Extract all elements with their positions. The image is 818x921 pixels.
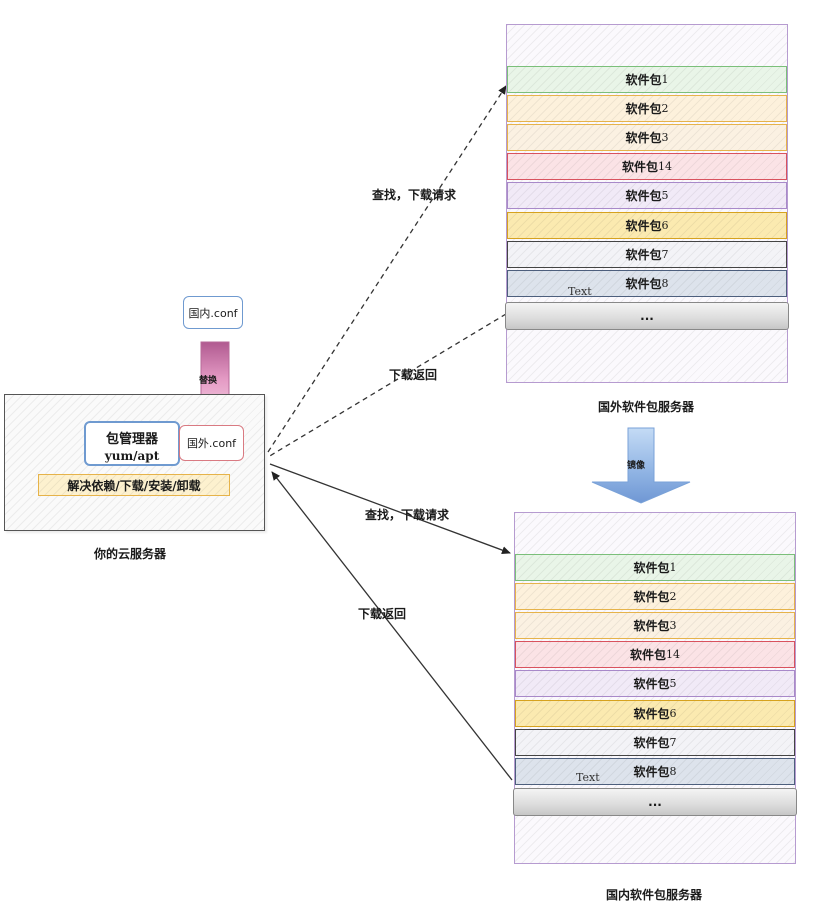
domestic-package-number: 3 <box>669 619 677 633</box>
domestic-package-name: 软件包 <box>633 735 670 750</box>
foreign-package-name: 软件包 <box>625 131 662 146</box>
foreign-package-number: 6 <box>661 218 669 232</box>
domestic-package-name: 软件包 <box>633 764 670 779</box>
replace-arrow-label: 替换 <box>199 376 218 386</box>
domestic-package-number: 6 <box>669 706 677 720</box>
foreign-package-number: 3 <box>661 131 669 145</box>
domestic-package-number: 5 <box>669 677 677 691</box>
foreign-conf-box: 国外.conf <box>179 425 244 461</box>
top-return-label: 下载返回 <box>389 368 438 382</box>
domestic-package-number: 2 <box>669 590 677 604</box>
top-request-label: 查找，下载请求 <box>372 188 457 202</box>
domestic-more-row: ... <box>513 788 797 816</box>
bottom-return-line <box>271 471 513 781</box>
domestic-package-name: 软件包 <box>633 619 670 634</box>
bottom-request-label: 查找，下载请求 <box>365 508 450 522</box>
top-request-line <box>267 85 507 453</box>
foreign-conf-label: 国外.conf <box>186 437 237 450</box>
foreign-server-label: 国外软件包服务器 <box>597 400 694 414</box>
foreign-package-number: 14 <box>658 160 672 174</box>
domestic-package-number: 8 <box>669 764 677 778</box>
domestic-package-name: 软件包 <box>633 706 670 721</box>
foreign-package-name: 软件包 <box>625 102 662 117</box>
dependency-bar: 解决依赖/下载/安装/卸载 <box>38 474 230 496</box>
domestic-text-label: Text <box>576 771 600 784</box>
foreign-more-label: ... <box>640 309 654 323</box>
domestic-package-name: 软件包 <box>633 590 670 605</box>
foreign-package-number: 1 <box>661 73 669 86</box>
foreign-package-name: 软件包 <box>625 189 662 204</box>
package-manager-title: 包管理器 <box>105 432 158 447</box>
package-manager-box: 包管理器 yum/apt <box>84 421 180 466</box>
domestic-package-number: 7 <box>669 735 677 749</box>
domestic-package-number: 14 <box>666 648 680 662</box>
domestic-package-name: 软件包 <box>633 677 670 692</box>
foreign-package-number: 2 <box>661 102 669 116</box>
foreign-package-name: 软件包 <box>625 73 662 87</box>
domestic-conf-box: 国内.conf <box>183 296 243 329</box>
foreign-package-name: 软件包 <box>625 218 662 233</box>
foreign-package-number: 8 <box>661 276 669 290</box>
package-manager-subtitle: yum/apt <box>104 449 160 463</box>
foreign-package-name: 软件包 <box>625 276 662 291</box>
foreign-package-name: 软件包 <box>621 160 658 175</box>
local-server-label: 你的云服务器 <box>93 547 166 561</box>
domestic-conf-label: 国内.conf <box>188 306 238 320</box>
domestic-more-label: ... <box>648 795 662 809</box>
mirror-arrow-label: 镜像 <box>627 461 646 471</box>
domestic-package-number: 1 <box>669 561 677 574</box>
domestic-package-name: 软件包 <box>629 648 666 663</box>
foreign-package-name: 软件包 <box>625 247 662 262</box>
bottom-return-label: 下载返回 <box>358 607 407 621</box>
domestic-server-label: 国内软件包服务器 <box>605 888 702 902</box>
bottom-request-line <box>269 463 511 554</box>
domestic-package-name: 软件包 <box>633 561 670 575</box>
foreign-package-number: 7 <box>661 247 669 261</box>
mirror-arrow-shape <box>591 427 691 504</box>
foreign-text-label: Text <box>568 285 592 298</box>
dependency-bar-label: 解决依赖/下载/安装/卸载 <box>67 478 201 493</box>
top-return-line <box>267 313 507 458</box>
foreign-package-number: 5 <box>661 189 669 203</box>
foreign-more-row: ... <box>505 302 789 330</box>
